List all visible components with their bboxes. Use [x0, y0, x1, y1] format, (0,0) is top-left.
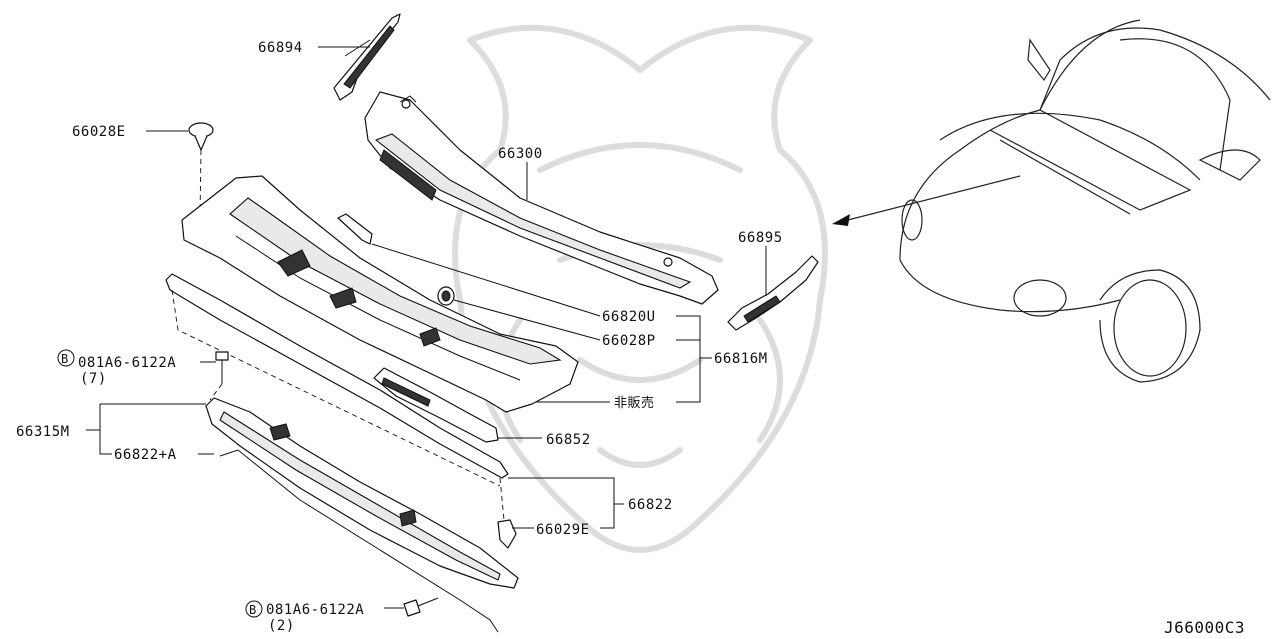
- label-66816M: 66816M: [714, 351, 768, 367]
- callout-labels: 66894 66028E 66300 66895 66820U 66028P 6…: [16, 40, 1245, 637]
- label-66895: 66895: [738, 230, 783, 246]
- bolt-marker-letter-top: B: [61, 352, 69, 366]
- label-66029E: 66029E: [536, 522, 590, 538]
- label-66820U: 66820U: [602, 309, 656, 325]
- diagram-code: J66000C3: [1164, 618, 1245, 637]
- label-66300: 66300: [498, 146, 543, 162]
- bolt-top: [209, 351, 229, 401]
- leader-lines: [86, 46, 767, 609]
- label-66894: 66894: [258, 40, 303, 56]
- bolt-marker-top: [57, 349, 75, 367]
- label-not-for-sale: 非販売: [614, 395, 655, 411]
- label-bolt-bottom-code: 081A6-6122A: [266, 602, 364, 618]
- bolt-marker-bottom: [245, 600, 263, 618]
- car-overview: [832, 19, 1271, 383]
- part-66028E-clip: [188, 122, 214, 216]
- part-66895: [727, 255, 819, 331]
- part-66822: [165, 273, 509, 521]
- bolt-bottom: [403, 597, 439, 617]
- part-66820U: [337, 213, 373, 245]
- label-66028P: 66028P: [602, 333, 656, 349]
- part-66894: [333, 13, 401, 101]
- label-66822A: 66822+A: [114, 447, 177, 463]
- part-66029E-clip: [497, 519, 517, 549]
- part-66852: [373, 367, 499, 443]
- label-66852: 66852: [546, 432, 591, 448]
- label-bolt-top-qty: (7): [80, 371, 107, 387]
- part-66300: [364, 91, 719, 305]
- label-66028E: 66028E: [72, 124, 126, 140]
- label-66315M: 66315M: [16, 424, 70, 440]
- watermark-emblem: [452, 24, 828, 553]
- part-66028P: [437, 286, 455, 306]
- label-66822: 66822: [628, 497, 673, 513]
- label-bolt-top-code: 081A6-6122A: [78, 355, 176, 371]
- part-66816M: [181, 175, 579, 413]
- label-bolt-bottom-qty: (2): [268, 618, 295, 634]
- part-66315M: [205, 397, 519, 633]
- bolt-marker-letter-bottom: B: [249, 603, 257, 617]
